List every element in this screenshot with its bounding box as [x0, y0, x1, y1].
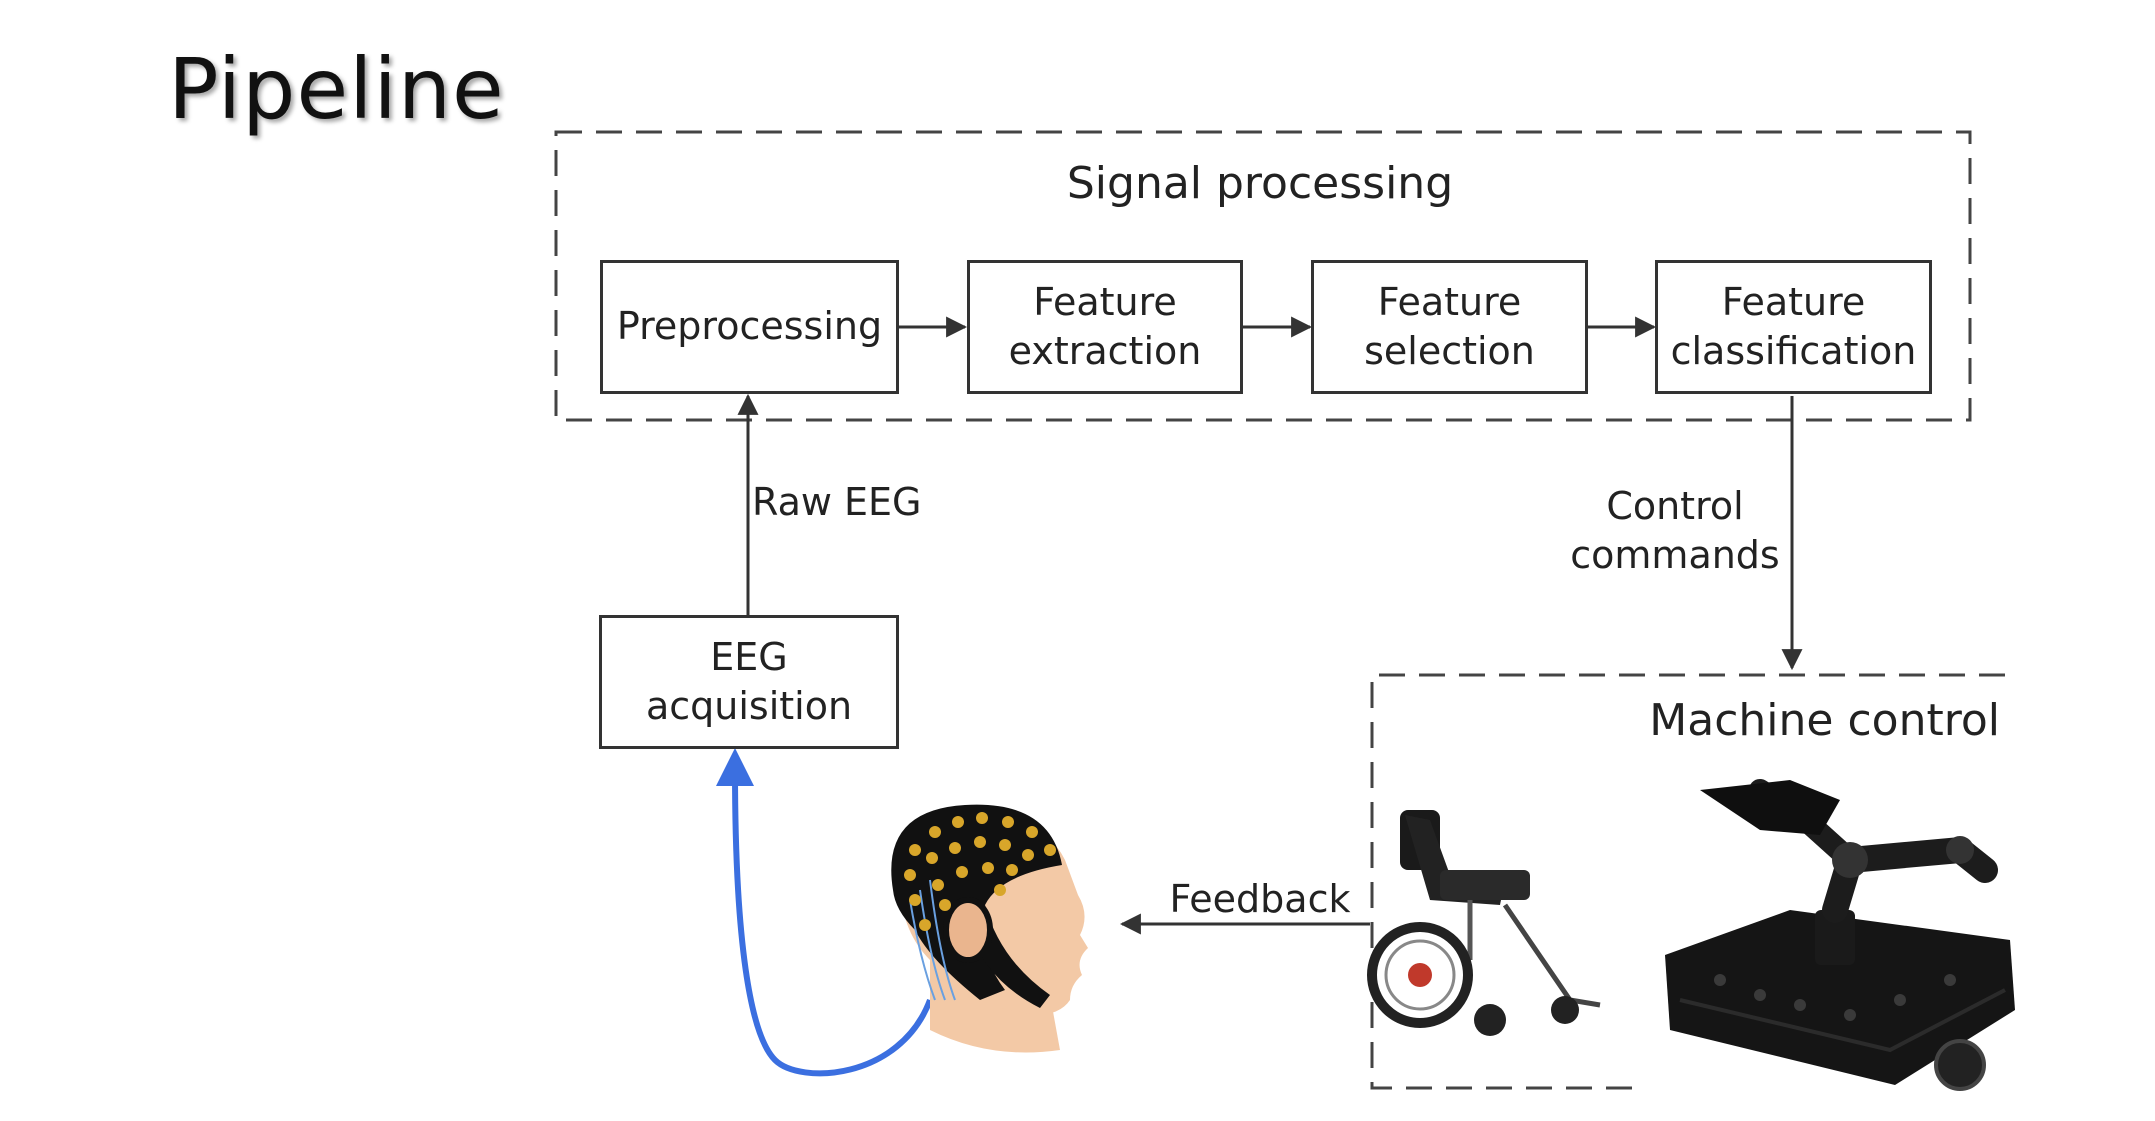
wheelchair-image — [1367, 810, 1601, 1036]
eeg-acquisition-box: EEG acquisition — [599, 615, 899, 749]
raw-eeg-label: Raw EEG — [752, 480, 922, 524]
feature-selection-box: Feature selection — [1311, 260, 1588, 394]
signal-processing-label: Signal processing — [1066, 158, 1454, 209]
eeg-acquisition-label: EEG acquisition — [645, 634, 853, 728]
feature-extraction-label: Feature extraction — [1008, 279, 1202, 373]
machine-control-label: Machine control — [1649, 695, 2000, 746]
feedback-label: Feedback — [1169, 877, 1351, 921]
control-commands-label: Control commands — [1570, 484, 1780, 578]
feature-classification-box: Feature classification — [1655, 260, 1932, 394]
slide-title: Pipeline — [168, 40, 505, 138]
feature-classification-label: Feature classification — [1670, 279, 1917, 373]
machine-control-group — [1370, 673, 2005, 1090]
feature-selection-label: Feature selection — [1364, 279, 1535, 373]
head-with-eeg-cap-image — [891, 804, 1088, 1053]
preprocessing-label: Preprocessing — [616, 304, 883, 349]
mobile-robot-image — [1665, 779, 2015, 1091]
preprocessing-box: Preprocessing — [600, 260, 899, 394]
eeg-cable-arrow — [716, 748, 933, 1077]
feature-extraction-box: Feature extraction — [967, 260, 1243, 394]
signal-processing-group — [554, 130, 1972, 422]
